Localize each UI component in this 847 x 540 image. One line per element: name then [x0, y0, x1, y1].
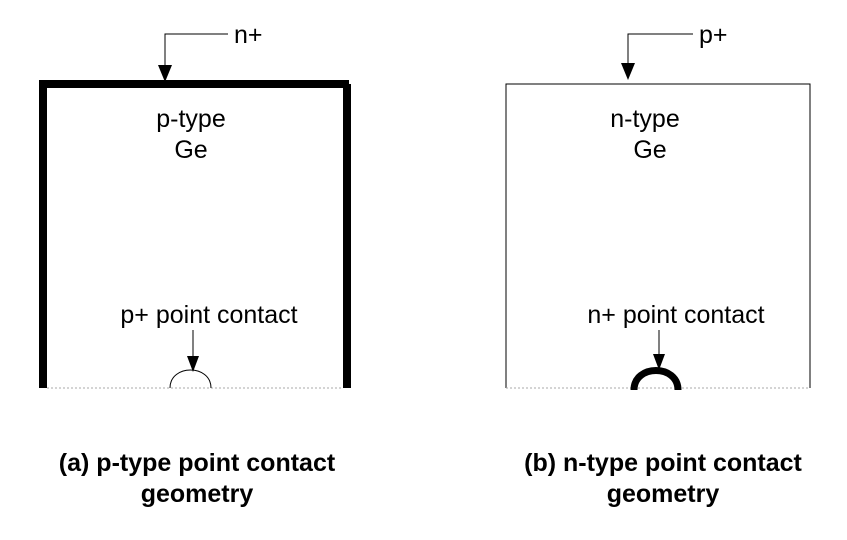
panel-a-contact-arrowhead [187, 356, 199, 372]
panel-a-contact-label: p+ point contact [120, 301, 297, 329]
panel-b-contact-arrowhead [653, 354, 665, 370]
panel-a-outer-arrow-line [164, 33, 228, 66]
panel-a-caption-line1: (a) p-type point contact [59, 449, 336, 477]
panel-b-outer-arrow-line [627, 33, 693, 64]
panel-b-material-line2: Ge [633, 136, 666, 164]
panel-b-caption-line1: (b) n-type point contact [524, 449, 802, 477]
panel-b-outer-contact [505, 83, 811, 388]
panel-a-material-line2: Ge [174, 136, 207, 164]
panel-a-left-electrode [39, 84, 47, 388]
panel-b-material-line1: n-type [610, 105, 679, 133]
panel-b-outer-arrowhead [621, 63, 635, 80]
panel-a-material-line1: p-type [156, 105, 225, 133]
panel-b-outer-label: p+ [699, 21, 728, 49]
panel-a-point-contact [169, 369, 212, 389]
panel-a: n+ p-type Ge p+ point contact (a) p-type… [39, 21, 351, 508]
panel-b-point-contact [630, 367, 682, 391]
panel-a-caption-line2: geometry [141, 480, 254, 508]
panel-a-right-electrode [343, 84, 351, 388]
panel-b-contact-label: n+ point contact [587, 301, 764, 329]
panel-a-outer-label: n+ [234, 21, 263, 49]
panel-b: p+ n-type Ge n+ point contact (b) n-type… [505, 21, 811, 508]
panel-a-top-electrode [39, 80, 349, 88]
panel-b-caption-line2: geometry [607, 480, 720, 508]
panel-a-outer-arrowhead [158, 65, 172, 82]
